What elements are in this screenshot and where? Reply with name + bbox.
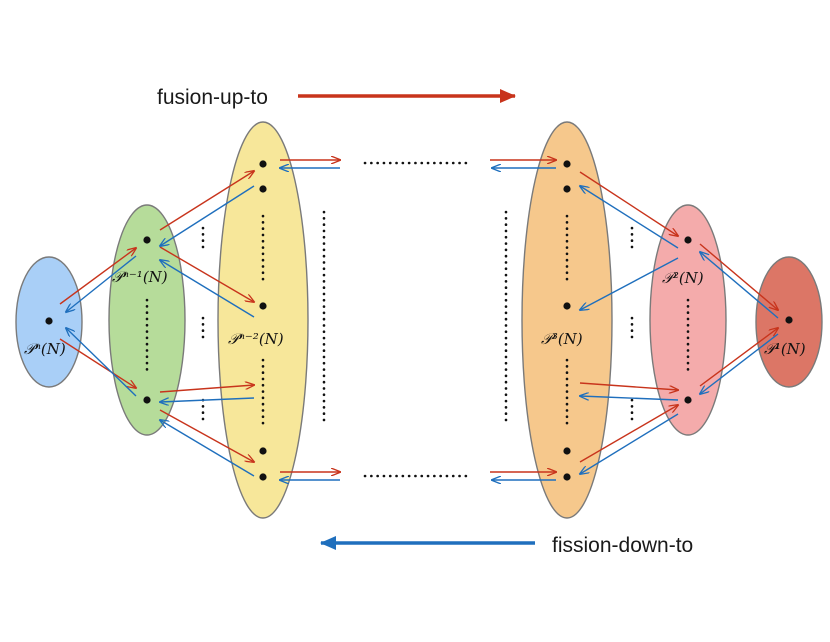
label-set-n-minus-1: 𝒫ⁿ⁻¹(N) <box>112 268 168 286</box>
set-n-minus-2-ellipse <box>217 121 309 519</box>
set-3-ellipse <box>521 121 613 519</box>
fusion-caption: fusion-up-to <box>157 86 268 109</box>
fission-arrows <box>66 168 779 480</box>
fission-caption: fission-down-to <box>552 534 693 557</box>
element-points <box>45 160 793 481</box>
label-set-1: 𝒫¹(N) <box>764 340 806 358</box>
label-set-2: 𝒫²(N) <box>662 269 704 287</box>
ellipsis-dots <box>145 161 690 478</box>
label-set-3: 𝒫³(N) <box>541 330 583 348</box>
fusion-arrows <box>59 160 778 472</box>
label-set-n: 𝒫ⁿ(N) <box>24 340 66 358</box>
label-set-n-minus-2: 𝒫ⁿ⁻²(N) <box>228 330 284 348</box>
